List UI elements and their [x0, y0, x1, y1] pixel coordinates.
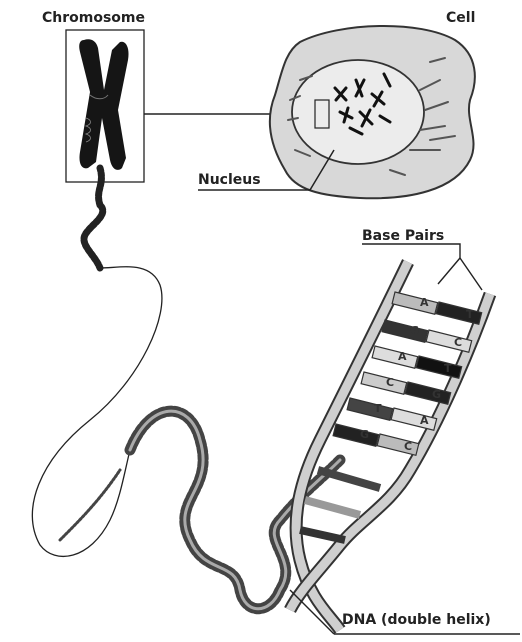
base-c-6: C [404, 440, 412, 453]
label-cell: Cell [446, 10, 475, 26]
base-g-2: G [410, 324, 419, 337]
base-t-5: T [374, 402, 382, 415]
label-nucleus: Nucleus [198, 172, 261, 188]
label-base-pairs: Base Pairs [362, 228, 444, 244]
base-a-5: A [420, 414, 429, 427]
base-a-1: A [420, 296, 429, 309]
label-chromosome: Chromosome [42, 10, 145, 26]
chromosome-illustration [66, 30, 144, 182]
base-g-6: G [360, 428, 369, 441]
chromatin-strand [32, 168, 162, 556]
cell-illustration [270, 26, 475, 198]
double-helix-detail: A T G C A T C G T A G C [290, 262, 490, 630]
base-c-4: C [386, 376, 394, 389]
base-g-4: G [432, 388, 441, 401]
base-pairs-pointer [362, 244, 460, 258]
base-t-1: T [466, 308, 474, 321]
label-dna-double-helix: DNA (double helix) [342, 612, 491, 628]
base-a-3: A [398, 350, 407, 363]
base-c-2: C [454, 336, 462, 349]
base-t-3: T [444, 362, 452, 375]
